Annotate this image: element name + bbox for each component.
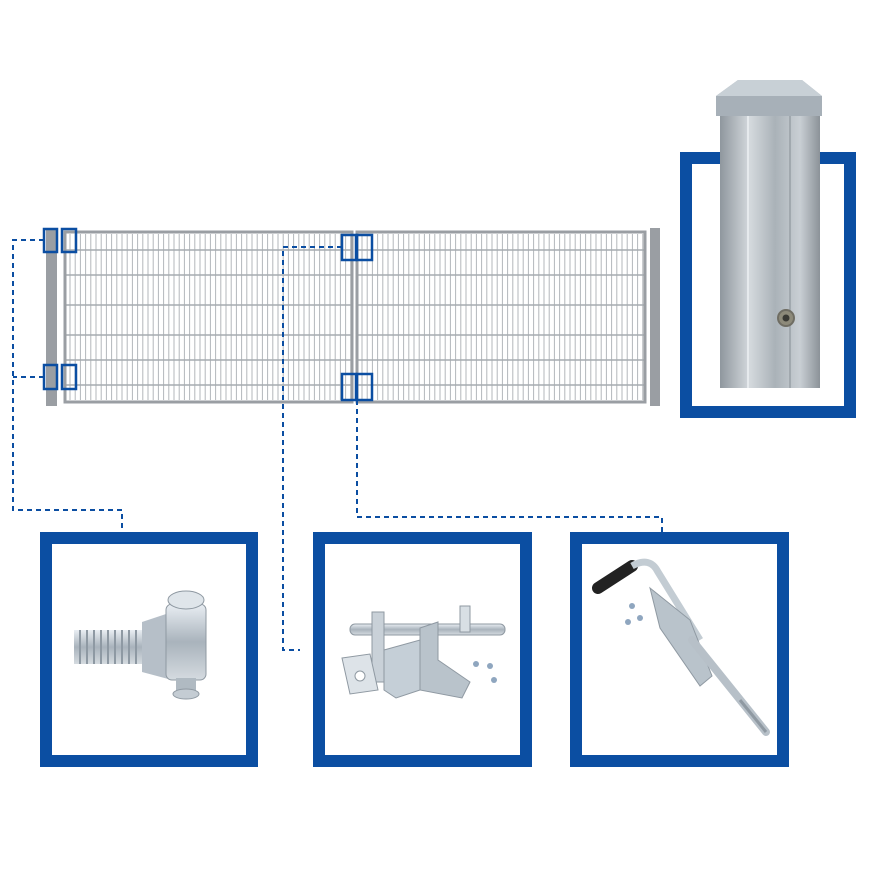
post-detail-panel	[680, 80, 856, 418]
right-leaf-frame	[355, 230, 647, 404]
marker-drop-left	[340, 372, 358, 402]
detail-markers	[42, 227, 374, 402]
left-post	[46, 228, 57, 406]
left-leaf-frame	[63, 230, 354, 404]
leader-slide-bolt	[282, 246, 342, 651]
gate-mesh	[65, 234, 645, 400]
hinge-detail-panel	[40, 532, 258, 767]
leader-drop-bolt	[356, 400, 663, 532]
double-gate-icon	[46, 228, 660, 406]
square-post-icon	[716, 80, 822, 388]
leader-lines	[12, 239, 663, 651]
right-post	[650, 228, 660, 406]
marker-hinge-top-gate	[60, 227, 78, 254]
slide-bolt-latch-icon	[341, 605, 506, 699]
marker-latch-left	[340, 233, 358, 262]
drop-bolt-detail-panel	[570, 532, 789, 767]
marker-hinge-bottom-gate	[60, 363, 78, 391]
slide-bolt-detail-panel	[313, 532, 532, 767]
marker-latch-right	[355, 233, 374, 262]
hinge-bolt-icon	[74, 590, 207, 700]
ground-drop-bolt-icon	[592, 558, 770, 736]
marker-drop-right	[355, 372, 374, 402]
leader-hinge	[12, 239, 123, 530]
